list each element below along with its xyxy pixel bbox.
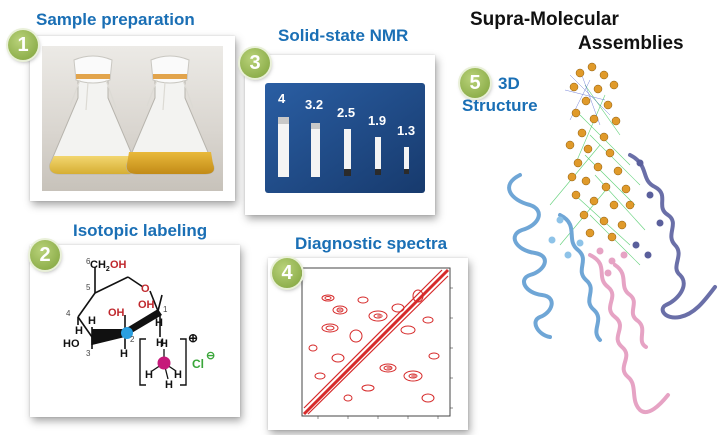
- carbon-3: 3: [86, 349, 91, 358]
- flask-right: [126, 55, 215, 175]
- ho-c4: HO: [63, 338, 80, 350]
- helix-blue: [507, 173, 602, 342]
- oh-c3: OH: [108, 307, 125, 319]
- rotor-label-2-5: 2.5: [337, 105, 356, 120]
- nh3-h-right: H: [174, 369, 182, 381]
- step-2-title: Isotopic labeling: [73, 221, 208, 240]
- oh-c1: OH: [138, 299, 155, 311]
- step-3-title: Solid-state NMR: [278, 26, 409, 45]
- nh3-h-bottom: H: [165, 379, 173, 391]
- step-1-title: Sample preparation: [36, 10, 195, 29]
- flask-photo: [42, 46, 223, 191]
- spectrum-card: [268, 258, 468, 430]
- step-5-title-line2: Structure: [462, 96, 538, 115]
- molecule-card: 6 CH2 OH 5 O OH 1 4 H H HO OH H 3 H 2 H …: [30, 245, 240, 417]
- carbon-1: 1: [163, 305, 168, 314]
- rotor-4: [278, 117, 289, 177]
- h-c4: H: [75, 325, 83, 337]
- carbon-2: 2: [130, 335, 135, 344]
- step-5-badge: 5: [460, 68, 490, 98]
- step-5-title-line1: 3D: [498, 74, 520, 93]
- rotor-label-4: 4: [278, 91, 286, 106]
- step-1-badge: 1: [8, 30, 38, 60]
- step-4-badge: 4: [272, 258, 302, 288]
- rotor-1-9: [375, 137, 381, 175]
- ch2-label: CH2: [90, 259, 110, 274]
- rotors-card: 4 3.2 2.5 1.9 1.3: [245, 55, 435, 215]
- step-2-badge: 2: [30, 240, 60, 270]
- step-4-title: Diagnostic spectra: [295, 234, 448, 253]
- rotor-label-3-2: 3.2: [305, 97, 324, 112]
- protein-3d-structure: [507, 62, 717, 415]
- h-c3-up: H: [88, 315, 96, 327]
- labeled-carbon-atom: [121, 327, 133, 339]
- pink-atoms: [596, 247, 628, 277]
- blue-atoms: [548, 216, 584, 259]
- nh3-h-left: H: [145, 369, 153, 381]
- ammonium-charge: ⊕: [188, 331, 199, 345]
- labeled-nitrogen-atom: [157, 356, 171, 370]
- carbon-4: 4: [66, 309, 71, 318]
- h-c1: H: [156, 337, 164, 349]
- h-c3: H: [120, 348, 128, 360]
- carbon-6: 6: [86, 257, 91, 266]
- atom-cluster: [565, 62, 635, 242]
- helix-pink: [588, 253, 670, 415]
- rotor-3-2: [311, 123, 320, 177]
- distance-restraints: [549, 84, 646, 266]
- ring-oxygen: O: [141, 283, 150, 295]
- nh3-h-top: H: [160, 338, 168, 350]
- glucosamine-structure: [77, 267, 187, 386]
- rotor-2-5: [344, 129, 351, 176]
- rotor-label-1-3: 1.3: [397, 123, 416, 138]
- flask-left: [49, 55, 138, 175]
- main-title: Supra-Molecular Assemblies: [470, 8, 684, 56]
- sample-photo-card: [30, 36, 235, 201]
- oh-c6: OH: [110, 259, 127, 271]
- rotors-image: [265, 83, 425, 193]
- rotor-label-1-9: 1.9: [368, 113, 387, 128]
- chloride-charge: ⊖: [206, 350, 216, 362]
- rotor-1-3: [404, 147, 409, 174]
- carbon-5: 5: [86, 283, 91, 292]
- purple-atoms: [632, 159, 664, 259]
- 2d-nmr-spectrum: [301, 267, 453, 419]
- h-c2: H: [155, 317, 163, 329]
- helix-purple: [628, 153, 717, 320]
- step-3-badge: 3: [240, 48, 270, 78]
- chloride-label: Cl: [192, 357, 204, 371]
- main-title-line1: Supra-Molecular: [470, 9, 619, 30]
- main-title-line2: Assemblies: [578, 33, 684, 54]
